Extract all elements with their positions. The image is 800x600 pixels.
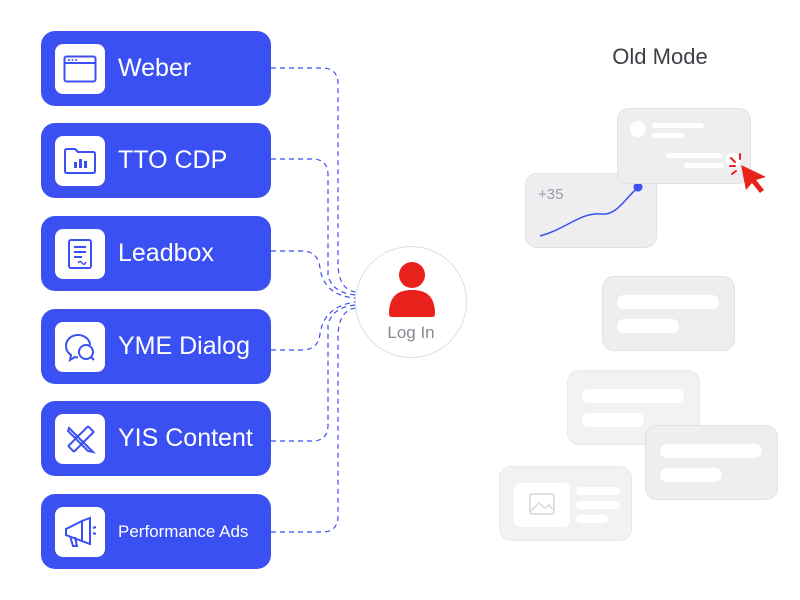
login-label: Log In — [387, 323, 435, 342]
app-button-weber[interactable]: Weber — [41, 31, 271, 106]
card-line — [660, 444, 762, 458]
chart-point-dot — [633, 182, 643, 192]
card-line — [666, 153, 722, 158]
card-line — [617, 295, 719, 309]
card-line — [576, 501, 620, 509]
app-button-yis-content[interactable]: YIS Content — [41, 401, 271, 476]
user-icon — [389, 262, 435, 317]
trend-line — [539, 185, 641, 237]
folder-chart-icon — [55, 135, 105, 186]
card-line — [576, 515, 608, 523]
placeholder-card — [602, 276, 735, 351]
app-label: YIS Content — [118, 424, 253, 452]
connector-weber — [271, 67, 357, 293]
app-label: Weber — [118, 54, 192, 82]
pencil-ruler-icon — [55, 413, 105, 464]
app-label: YME Dialog — [118, 332, 250, 360]
connector-yis-content — [271, 304, 357, 442]
placeholder-card — [645, 425, 778, 500]
card-line — [576, 487, 620, 495]
login-node[interactable]: Log In — [355, 246, 467, 358]
card-line — [652, 123, 704, 128]
card-line — [617, 319, 679, 333]
app-button-yme-dialog[interactable]: YME Dialog — [41, 309, 271, 384]
connector-performance-ads — [271, 307, 357, 533]
card-line — [660, 468, 722, 482]
connector-yme-dialog — [271, 301, 357, 351]
app-label: Leadbox — [118, 239, 214, 267]
browser-window-icon — [55, 43, 105, 94]
chat-bubbles-icon — [55, 321, 105, 372]
card-line — [652, 133, 684, 138]
card-line — [582, 389, 684, 403]
app-button-leadbox[interactable]: Leadbox — [41, 216, 271, 291]
app-label: Performance Ads — [118, 521, 249, 541]
connector-tto-cdp — [271, 158, 357, 296]
connector-leadbox — [271, 250, 357, 299]
card-line — [582, 413, 644, 427]
card-avatar — [630, 121, 646, 137]
mode-title: Old Mode — [612, 44, 708, 69]
chart-value-label: +35 — [538, 186, 564, 203]
app-button-performance-ads[interactable]: Performance Ads — [41, 494, 271, 569]
card-line — [684, 163, 724, 168]
cursor-click-icon — [729, 153, 766, 193]
notification-card — [617, 108, 751, 184]
image-card — [499, 466, 632, 541]
app-button-tto-cdp[interactable]: TTO CDP — [41, 123, 271, 198]
document-icon — [55, 228, 105, 279]
megaphone-icon — [55, 506, 105, 557]
image-placeholder-icon — [514, 483, 570, 527]
app-label: TTO CDP — [118, 146, 228, 174]
